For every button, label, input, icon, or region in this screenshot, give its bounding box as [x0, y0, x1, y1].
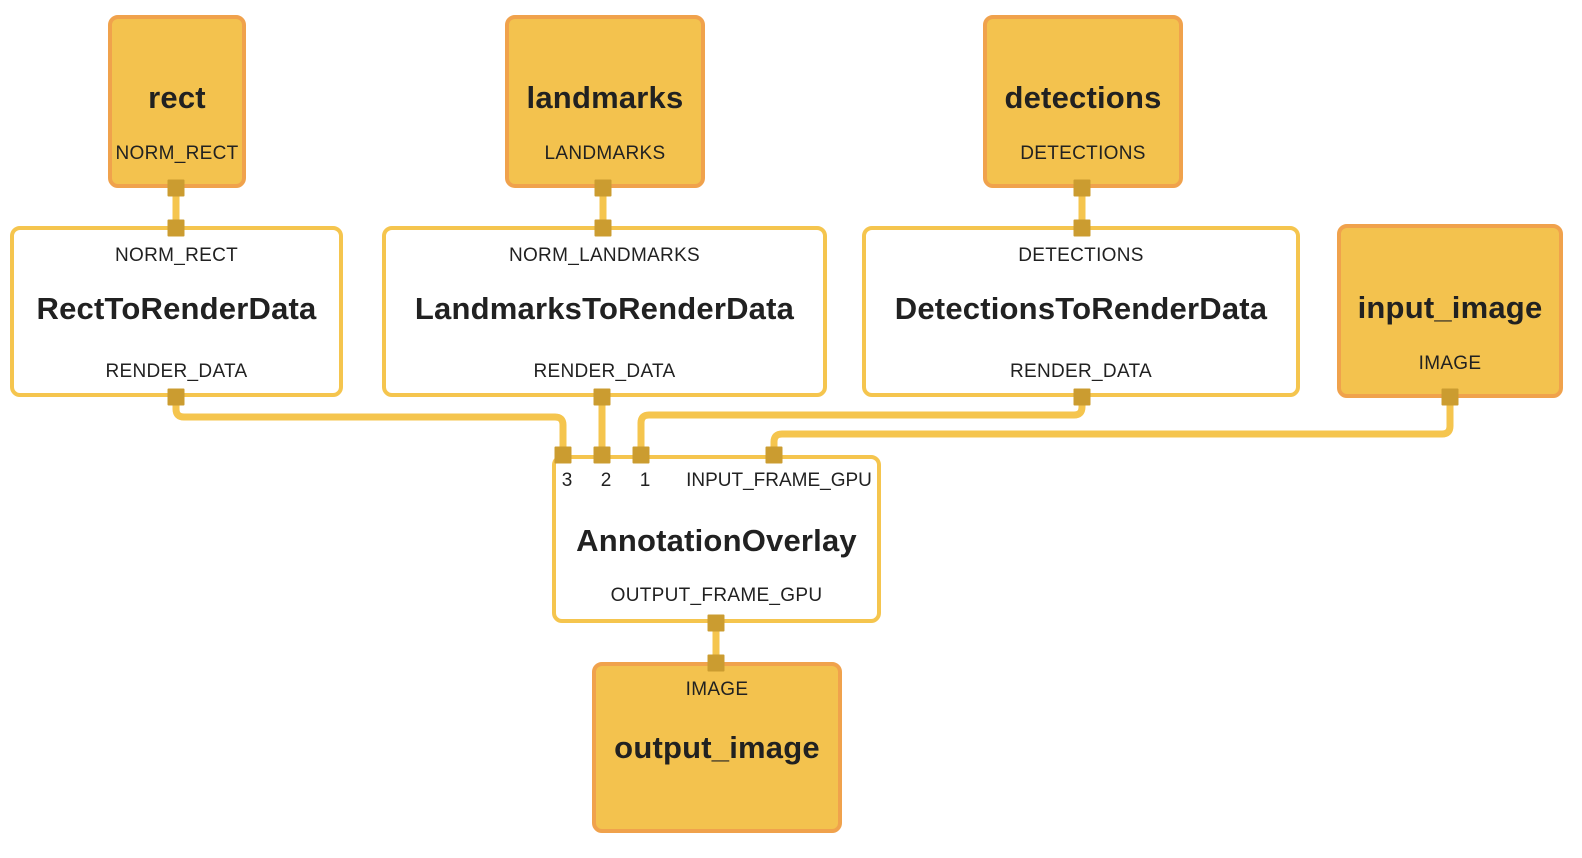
node-input-image-title: input_image — [1357, 289, 1543, 325]
rect-to-render-data-input-port[interactable] — [167, 219, 185, 237]
annotation-overlay-input-label-1: 1 — [639, 470, 651, 491]
edge-detectionstorenderdata-to-annotationoverlay-1 — [637, 397, 1086, 455]
rect-to-render-data-output-label: RENDER_DATA — [105, 361, 248, 382]
node-detections-title: detections — [1004, 80, 1162, 116]
node-output-image[interactable]: IMAGE output_image — [592, 662, 842, 833]
annotation-overlay-input-port-1[interactable] — [632, 446, 650, 464]
node-detections-output-label: DETECTIONS — [1020, 143, 1146, 165]
landmarks-output-port[interactable] — [594, 179, 612, 197]
node-output-image-input-label: IMAGE — [685, 679, 749, 701]
annotation-overlay-input-label-2: 2 — [600, 470, 612, 491]
rect-output-port[interactable] — [167, 179, 185, 197]
detections-to-render-data-title: DetectionsToRenderData — [894, 291, 1268, 326]
input-image-output-port[interactable] — [1441, 388, 1459, 406]
detections-to-render-data-output-port[interactable] — [1073, 388, 1091, 406]
detections-output-port[interactable] — [1073, 179, 1091, 197]
node-rect[interactable]: rect NORM_RECT — [108, 15, 246, 188]
landmarks-to-render-data-input-label: NORM_LANDMARKS — [508, 245, 701, 266]
node-annotation-overlay[interactable]: 3 2 1 INPUT_FRAME_GPU AnnotationOverlay … — [552, 455, 881, 623]
landmarks-to-render-data-output-label: RENDER_DATA — [533, 361, 676, 382]
detections-to-render-data-input-port[interactable] — [1073, 219, 1091, 237]
annotation-overlay-title: AnnotationOverlay — [576, 523, 857, 558]
landmarks-to-render-data-output-port[interactable] — [593, 388, 611, 406]
detections-to-render-data-output-label: RENDER_DATA — [1010, 361, 1152, 382]
node-input-image[interactable]: input_image IMAGE — [1337, 224, 1563, 398]
annotation-overlay-input-frame-label: INPUT_FRAME_GPU — [686, 470, 872, 491]
node-landmarks-output-label: LANDMARKS — [544, 143, 666, 165]
edge-recttorenderdata-to-annotationoverlay-3 — [172, 397, 567, 455]
detections-to-render-data-input-label: DETECTIONS — [1018, 245, 1144, 266]
node-rect-output-label: NORM_RECT — [115, 143, 239, 165]
node-output-image-title: output_image — [614, 729, 820, 765]
edge-inputimage-to-annotationoverlay-inputframegpu — [770, 397, 1454, 455]
rect-to-render-data-output-port[interactable] — [167, 388, 185, 406]
annotation-overlay-output-port[interactable] — [707, 614, 725, 632]
annotation-overlay-input-port-2[interactable] — [593, 446, 611, 464]
annotation-overlay-input-label-3: 3 — [561, 470, 573, 491]
landmarks-to-render-data-title: LandmarksToRenderData — [414, 291, 795, 326]
node-input-image-output-label: IMAGE — [1418, 353, 1482, 375]
annotation-overlay-input-frame-port[interactable] — [765, 446, 783, 464]
node-landmarks-title: landmarks — [526, 80, 684, 116]
node-rect-title: rect — [148, 80, 206, 116]
rect-to-render-data-input-label: NORM_RECT — [114, 245, 239, 266]
annotation-overlay-input-port-3[interactable] — [554, 446, 572, 464]
rect-to-render-data-title: RectToRenderData — [36, 291, 317, 326]
annotation-overlay-output-label: OUTPUT_FRAME_GPU — [610, 585, 823, 606]
output-image-input-port[interactable] — [707, 654, 725, 672]
landmarks-to-render-data-input-port[interactable] — [594, 219, 612, 237]
